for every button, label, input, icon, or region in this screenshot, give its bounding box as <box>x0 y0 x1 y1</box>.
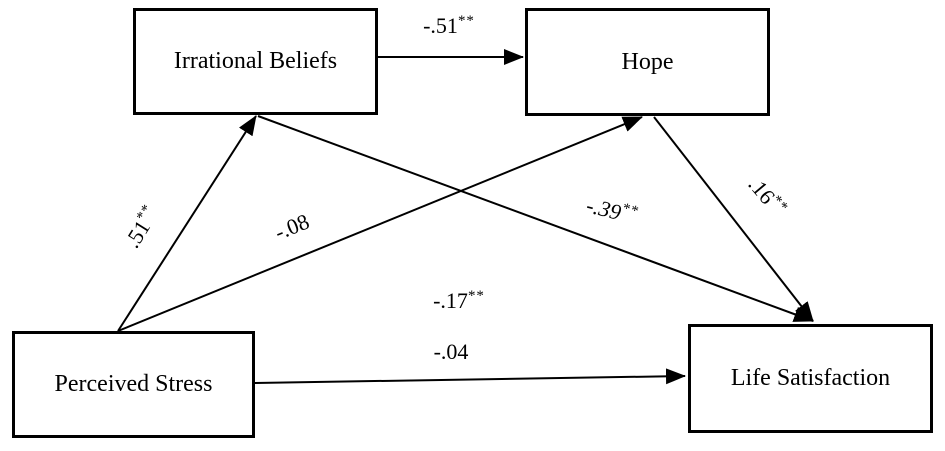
arrow-perceived-stress-to-hope <box>117 116 643 332</box>
node-irrational-beliefs: Irrational Beliefs <box>133 8 378 115</box>
arrow-perceived-stress-to-life-satisfaction <box>254 368 686 385</box>
significance-marker: ** <box>467 287 485 304</box>
coefficient-perceived-stress-to-life-satisfaction-direct: -.04 <box>434 339 469 365</box>
arrow-perceived-stress-to-irrational-beliefs <box>117 115 257 332</box>
significance-marker: ** <box>457 12 475 29</box>
arrow-irrational-beliefs-to-life-satisfaction <box>257 115 814 322</box>
coefficient-perceived-stress-to-life-satisfaction-total: -.17** <box>433 288 485 314</box>
arrow-hope-to-life-satisfaction <box>653 116 814 322</box>
node-perceived-stress: Perceived Stress <box>12 331 255 438</box>
node-life-satisfaction: Life Satisfaction <box>688 324 933 433</box>
node-hope: Hope <box>525 8 770 116</box>
coefficient-value: -.04 <box>433 339 469 365</box>
coefficient-value: -.17 <box>433 288 468 314</box>
node-label-irrational-beliefs: Irrational Beliefs <box>173 48 338 75</box>
coefficient-irrational-beliefs-to-hope: -.51** <box>423 13 475 39</box>
node-label-hope: Hope <box>621 48 674 75</box>
node-label-life-satisfaction: Life Satisfaction <box>730 365 891 392</box>
node-label-perceived-stress: Perceived Stress <box>54 371 213 398</box>
coefficient-value: -.51 <box>423 13 458 39</box>
